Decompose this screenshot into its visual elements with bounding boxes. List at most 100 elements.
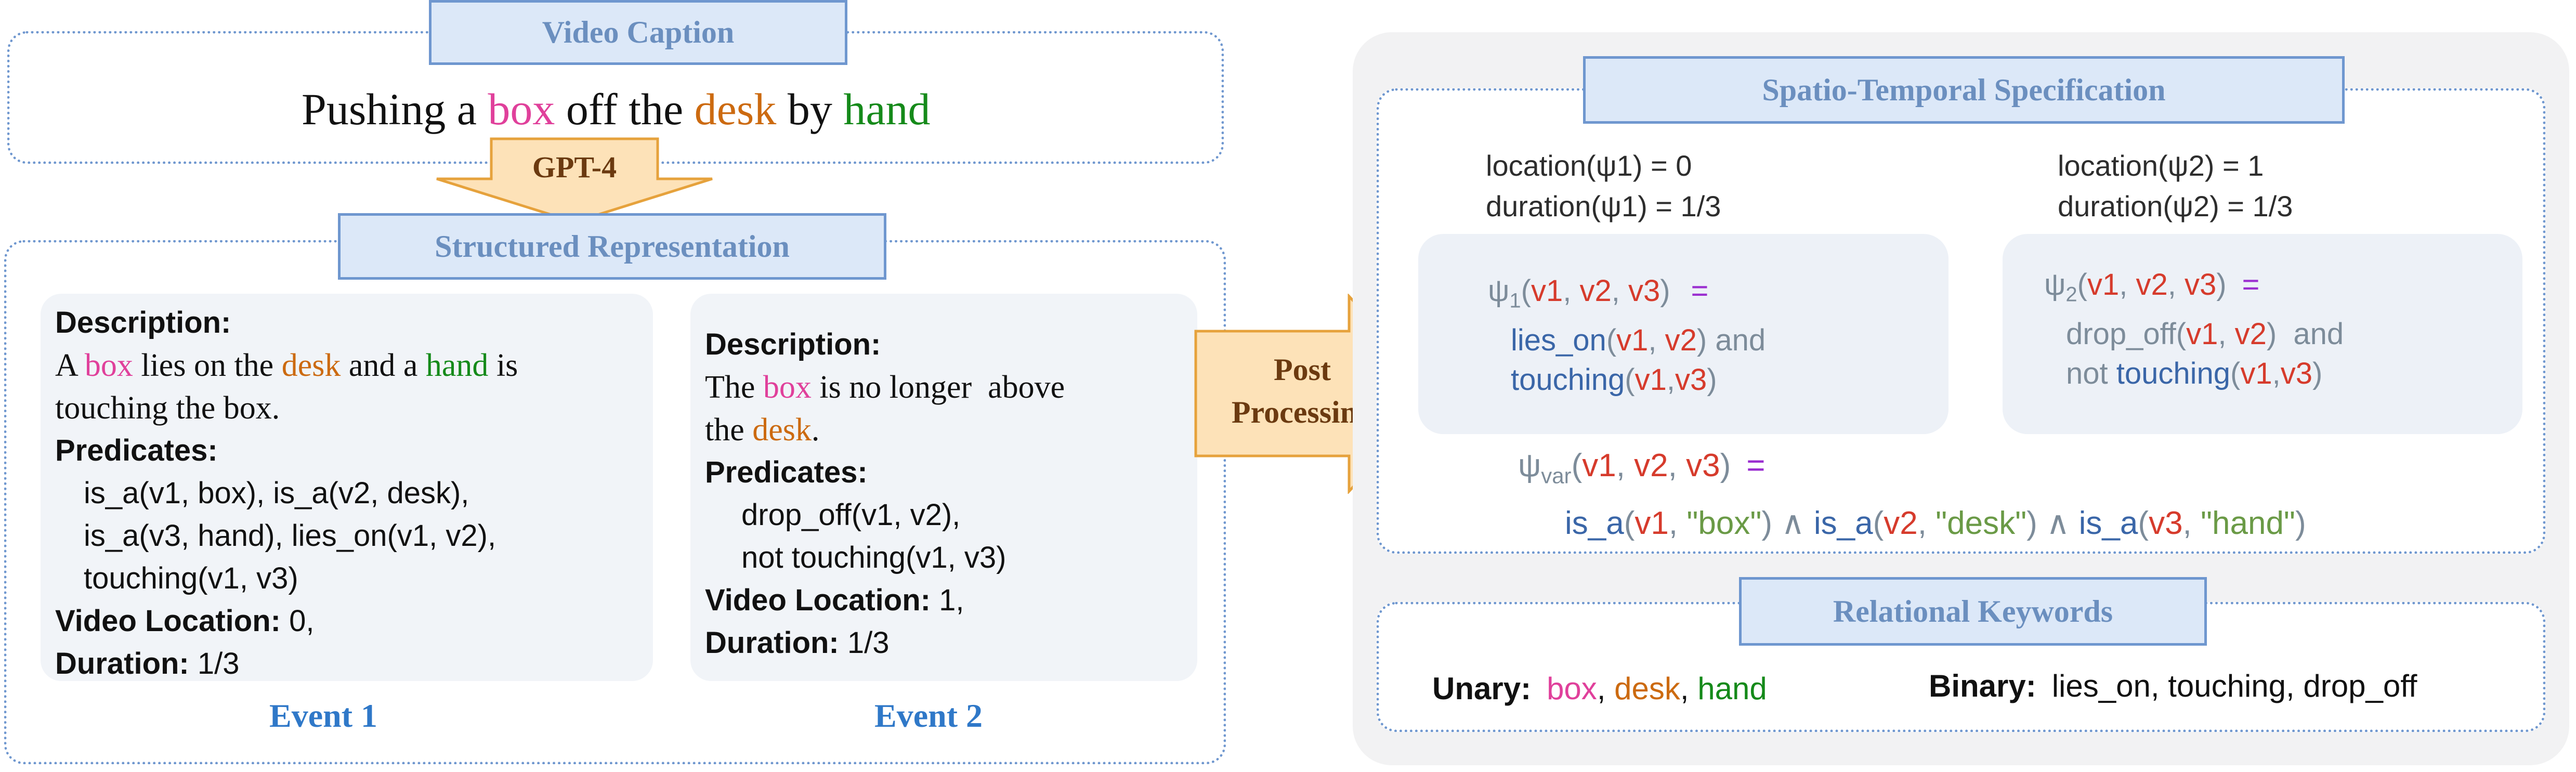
caption-word-hand: hand: [843, 84, 931, 134]
psi2-card: [2003, 234, 2522, 434]
sep: ,: [1611, 274, 1628, 308]
gpt4-label: GPT-4: [532, 150, 617, 184]
post-processing-line: Post: [1274, 352, 1331, 387]
event1-predicate-line: is_a(v3, hand), lies_on(v1, v2),: [84, 519, 496, 553]
sep: ,: [2218, 317, 2235, 351]
paren: ): [1761, 505, 1772, 542]
var-v3: v3: [2184, 268, 2217, 302]
paren: (: [1521, 274, 1531, 308]
sep: ,: [1648, 323, 1665, 357]
unary-label: Unary:: [1432, 671, 1532, 706]
keywords-binary: Binary: lies_on, touching, drop_off: [1929, 668, 2417, 704]
event2-label: Event 2: [874, 697, 983, 734]
event2-predicate-line: not touching(v1, v3): [741, 541, 1006, 574]
word-hand: hand: [425, 348, 489, 383]
event1-duration: Duration: 1/3: [55, 643, 648, 685]
var-v1: v1: [2240, 356, 2272, 390]
psivar-head: ψvar(v1, v2, v3)=: [1518, 442, 2306, 500]
sep: ,: [1666, 362, 1676, 397]
psivar-sub: var: [1541, 463, 1572, 488]
str-hand: "hand": [2201, 505, 2295, 542]
binary-label: Binary:: [1929, 669, 2036, 703]
var-v3: v3: [1675, 362, 1707, 397]
caption-word-desk: desk: [694, 84, 777, 134]
word-box: box: [763, 370, 812, 405]
psi2-duration: duration(ψ2) = 1/3: [2058, 190, 2293, 223]
psi1-sub: 1: [1509, 289, 1521, 312]
location-label: Video Location:: [55, 604, 281, 638]
event1-description-label: Description:: [55, 306, 231, 339]
comma: ,: [1680, 671, 1698, 706]
paren: ): [2026, 505, 2037, 542]
tail: ) and: [1696, 323, 1766, 357]
psi1-duration: duration(ψ1) = 1/3: [1486, 190, 1721, 223]
psi2-symbol: ψ: [2044, 268, 2066, 302]
binary-keywords: lies_on, touching, drop_off: [2051, 669, 2417, 703]
duration-value: 1/3: [839, 626, 890, 660]
event1-predicate-line: touching(v1, v3): [84, 561, 298, 595]
paren: ): [2295, 505, 2306, 542]
paren: ): [2216, 268, 2227, 302]
event1-label: Event 1: [269, 697, 377, 734]
caption-part: Pushing a: [302, 84, 488, 134]
sep: ,: [2119, 268, 2136, 302]
text-part: is: [488, 348, 518, 383]
location-value: 1,: [930, 583, 964, 617]
psi2-sub: 2: [2065, 283, 2077, 306]
str-desk: "desk": [1936, 505, 2027, 542]
sep: ,: [1668, 505, 1687, 542]
post-processing-label: Post Processing: [1201, 348, 1404, 434]
location-label: Video Location:: [705, 583, 931, 617]
text-part: .: [811, 412, 820, 448]
equals: =: [1746, 448, 1766, 483]
psi2-head: ψ2(v1, v2, v3)=: [2044, 265, 2344, 315]
fn-drop-off: drop_off: [2066, 317, 2176, 351]
psi1-meta: location(ψ1) = 0 duration(ψ1) = 1/3: [1486, 146, 1721, 227]
equals: =: [1691, 274, 1709, 308]
event2-duration: Duration: 1/3: [705, 622, 1194, 664]
psi2-formula: ψ2(v1, v2, v3)= drop_off(v1, v2) and not…: [2044, 265, 2344, 394]
duration-label: Duration:: [705, 626, 839, 660]
paren: (: [1625, 362, 1635, 397]
psi2-location: location(ψ2) = 1: [2058, 149, 2264, 182]
location-value: 0,: [280, 604, 315, 638]
var-v2: v2: [1665, 323, 1697, 357]
var-v1: v1: [1634, 505, 1669, 542]
event1-description-line1: A box lies on the desk and a hand is: [55, 344, 648, 387]
psi1-head: ψ1(v1, v2, v3)=: [1488, 271, 1766, 321]
paren: (: [1873, 505, 1884, 542]
var-v1: v1: [2186, 317, 2218, 351]
text-part: lies on the: [133, 348, 282, 383]
text-part: is no longer above: [811, 370, 1065, 405]
var-v1: v1: [1582, 448, 1616, 483]
paren: (: [2077, 268, 2087, 302]
event2-card: [690, 294, 1197, 681]
keywords-tag: Relational Keywords: [1739, 577, 2207, 646]
psi1-card: [1418, 234, 1949, 434]
and-symbol: ∧: [2037, 505, 2079, 542]
psi1-symbol: ψ: [1488, 274, 1510, 308]
tail: ) and: [2266, 317, 2344, 351]
psivar-symbol: ψ: [1518, 448, 1541, 483]
event2-description-line1: The box is no longer above: [705, 366, 1194, 409]
duration-value: 1/3: [189, 647, 240, 681]
event2-predicates-label: Predicates:: [705, 455, 868, 489]
paren: (: [2176, 317, 2187, 351]
fn-is-a: is_a: [1565, 505, 1624, 542]
event1-card: [41, 294, 653, 681]
word-desk: desk: [752, 412, 812, 448]
paren: (: [1624, 505, 1635, 542]
spec-tag: Spatio-Temporal Specification: [1583, 56, 2345, 124]
keyword-desk: desk: [1614, 671, 1680, 706]
event1-content: Description: A box lies on the desk and …: [55, 302, 648, 685]
psi1-formula: ψ1(v1, v2, v3)= lies_on(v1, v2) and touc…: [1488, 271, 1766, 400]
paren: ): [1660, 274, 1670, 308]
var-v3: v3: [1686, 448, 1720, 483]
event1-predicate-line: is_a(v1, box), is_a(v2, desk),: [84, 476, 469, 510]
post-processing-line: Processing: [1231, 395, 1374, 429]
duration-label: Duration:: [55, 647, 189, 681]
caption-part: by: [776, 84, 844, 134]
sep: ,: [2272, 356, 2281, 390]
str-box: "box": [1686, 505, 1762, 542]
paren: (: [2230, 356, 2241, 390]
